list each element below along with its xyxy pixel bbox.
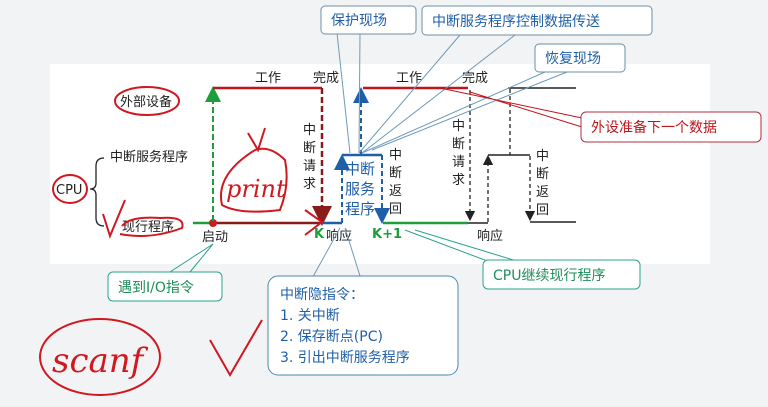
- svg-text:请: 请: [452, 155, 465, 170]
- svg-text:1. 关中断: 1. 关中断: [280, 308, 340, 324]
- done-label: 完成: [462, 71, 488, 86]
- brace: [89, 157, 105, 227]
- svg-text:求: 求: [303, 177, 316, 192]
- svg-text:断: 断: [389, 166, 402, 181]
- svg-text:返: 返: [536, 185, 549, 200]
- interrupt-request-label: 中 断 请 求: [452, 119, 465, 188]
- device-label: 外部设备: [120, 94, 172, 110]
- interrupt-request-label: 中 断 请 求: [303, 123, 316, 192]
- callout-cpu-continue: [482, 259, 641, 290]
- done-label: 完成: [313, 71, 339, 86]
- interrupt-return-label: 中 断 返 回: [536, 149, 549, 218]
- interrupt-return-label: 中 断 返 回: [389, 148, 402, 217]
- svg-text:中: 中: [536, 149, 549, 164]
- isr-block-label: 中断 服务 程序: [345, 160, 375, 218]
- svg-text:中断隐指令：: 中断隐指令：: [280, 287, 364, 303]
- callout-save-context-text: 保护现场: [331, 13, 387, 29]
- svg-text:断: 断: [303, 141, 316, 156]
- response-label: 响应: [477, 228, 503, 244]
- response-label: 响应: [326, 228, 352, 244]
- svg-text:求: 求: [452, 173, 465, 188]
- svg-text:返: 返: [389, 184, 402, 199]
- svg-text:回: 回: [536, 203, 549, 218]
- k-label: K: [314, 227, 325, 242]
- start-point: [209, 219, 217, 227]
- callout-implicit-instruction: [267, 275, 459, 376]
- callout-cpu-continue-text: CPU继续现行程序: [493, 267, 605, 284]
- callout-io-instruction: [107, 271, 223, 302]
- work-label: 工作: [396, 71, 422, 86]
- svg-text:中断: 中断: [345, 160, 375, 178]
- callout-isr-data-transfer: [421, 5, 653, 36]
- svg-text:断: 断: [536, 167, 549, 182]
- start-label: 启动: [202, 230, 228, 245]
- svg-text:请: 请: [303, 159, 316, 174]
- cpu-label: CPU: [56, 183, 82, 198]
- work-label: 工作: [255, 71, 281, 86]
- implicit-instruction-text: 中断隐指令： 1. 关中断 2. 保存断点(PC) 3. 引出中断服务程序: [280, 287, 410, 366]
- callout-save-context: [320, 5, 417, 35]
- callout-restore-context-text: 恢复现场: [545, 50, 601, 67]
- handwritten-annotations: [39, 86, 324, 396]
- callout-io-instruction-text: 遇到I/O指令: [118, 280, 194, 296]
- svg-text:回: 回: [389, 202, 402, 217]
- svg-text:中: 中: [303, 123, 316, 138]
- svg-text:服务: 服务: [345, 180, 375, 198]
- slide-area: [50, 64, 710, 264]
- isr-label: 中断服务程序: [110, 149, 188, 165]
- current-program-label: 现行程序: [122, 220, 174, 235]
- callout-device-prepare-text: 外设准备下一个数据: [591, 119, 717, 136]
- svg-text:中: 中: [452, 119, 465, 134]
- callout-isr-data-transfer-text: 中断服务程序控制数据传送: [432, 14, 600, 30]
- callout-device-prepare: [580, 111, 762, 143]
- handwritten-scanf: scanf: [52, 341, 149, 381]
- handwritten-print: print: [226, 175, 286, 203]
- svg-text:断: 断: [452, 137, 465, 152]
- callout-restore-context: [534, 43, 626, 73]
- k-plus-1-label: K+1: [372, 227, 402, 242]
- svg-text:程序: 程序: [345, 200, 375, 218]
- svg-text:2. 保存断点(PC): 2. 保存断点(PC): [280, 329, 383, 345]
- svg-text:3. 引出中断服务程序: 3. 引出中断服务程序: [280, 350, 410, 366]
- svg-text:中: 中: [389, 148, 402, 163]
